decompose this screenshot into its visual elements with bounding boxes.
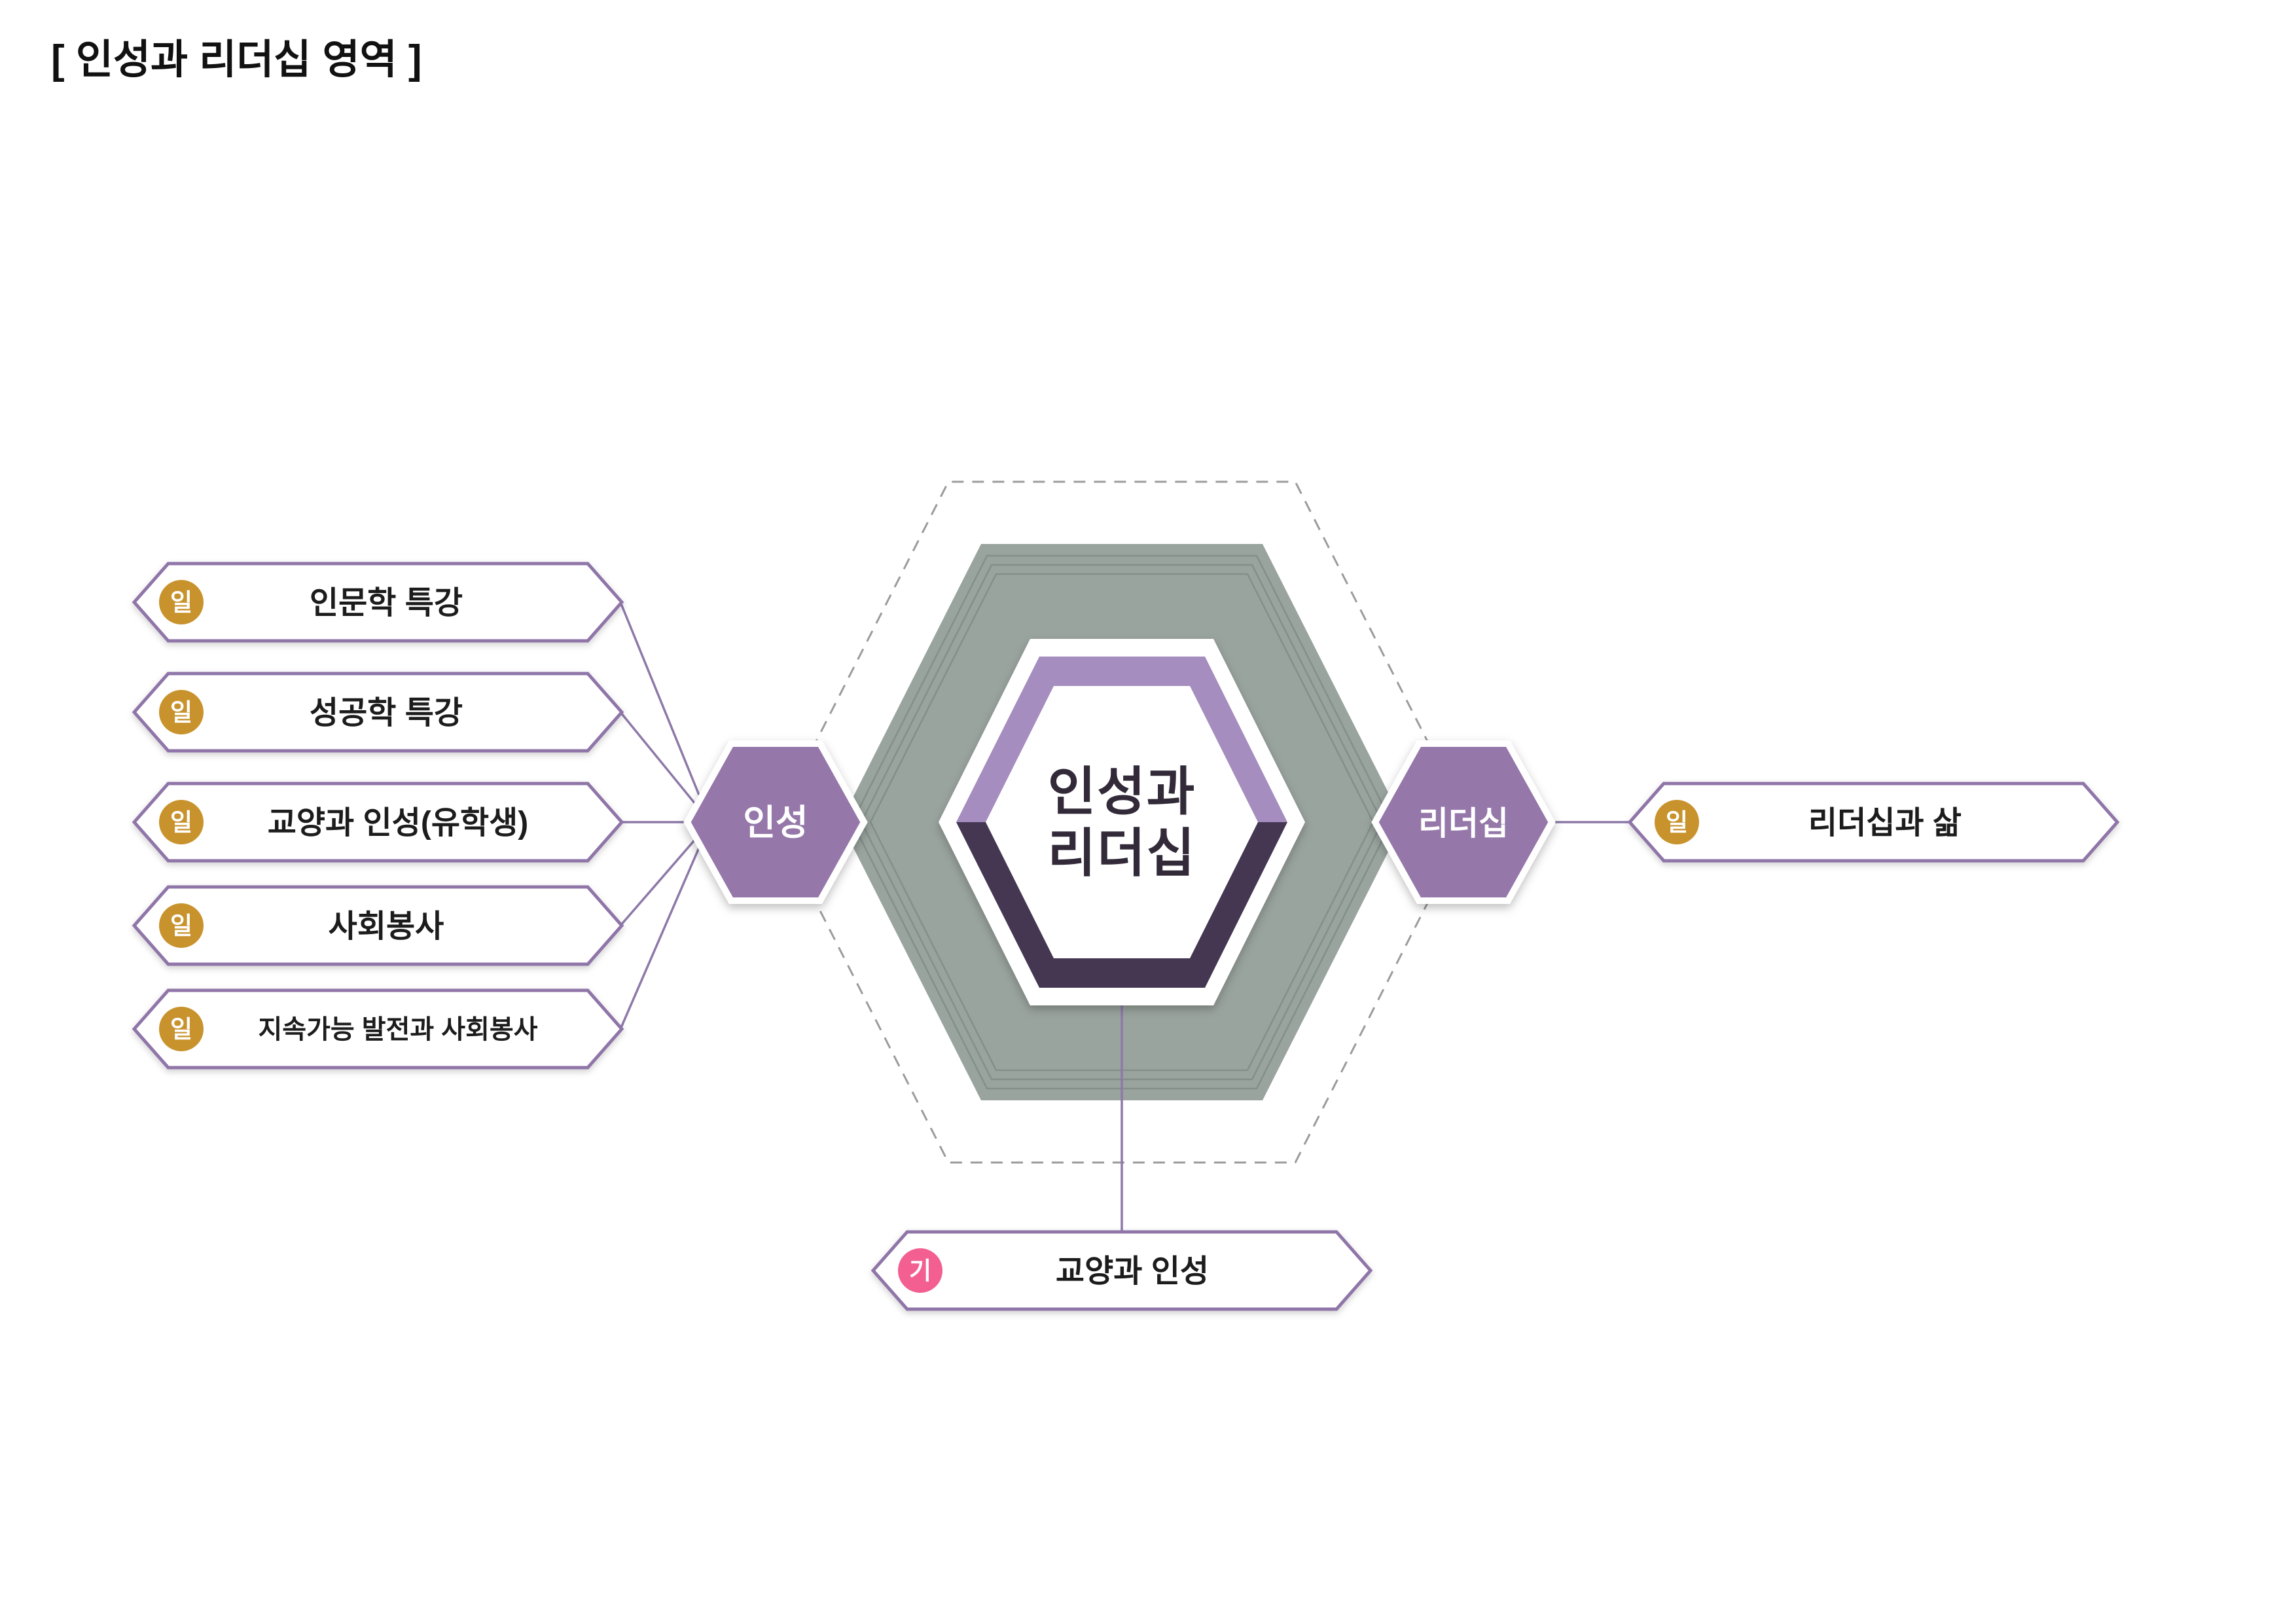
left-hexagon-label: 인성 bbox=[743, 803, 808, 842]
badge-label: 일 bbox=[1666, 809, 1688, 836]
badge-circle-il bbox=[159, 903, 204, 948]
badge-circle-gi bbox=[898, 1248, 942, 1293]
course-banner: 일 인문학 특강 bbox=[132, 562, 624, 643]
center-hexagon: 인성과 리더십 bbox=[939, 639, 1305, 1005]
banner-shape bbox=[132, 782, 624, 863]
badge-circle-il bbox=[159, 690, 204, 734]
banner-shape bbox=[132, 988, 624, 1070]
badge-label: 일 bbox=[170, 589, 192, 616]
right-hexagon-label: 리더십 bbox=[1418, 805, 1509, 842]
course-label: 지속가능 발전과 사회봉사 bbox=[258, 1015, 537, 1044]
course-banner: 일 사회봉사 bbox=[132, 885, 624, 966]
course-banner: 기 교양과 인성 bbox=[870, 1230, 1373, 1311]
badge-circle-il bbox=[1655, 800, 1699, 844]
badge-label: 일 bbox=[170, 809, 192, 836]
right-category-hexagon: 리더십 bbox=[1371, 740, 1556, 904]
banner-shape bbox=[1627, 782, 2120, 863]
connector-line bbox=[619, 821, 711, 1030]
page-title: [ 인성과 리더십 영역 ] bbox=[51, 37, 422, 82]
course-label: 인문학 특강 bbox=[310, 586, 463, 621]
badge-label: 일 bbox=[170, 912, 192, 939]
badge-circle-il bbox=[159, 580, 204, 624]
left-category-hexagon: 인성 bbox=[683, 740, 868, 904]
course-banner: 일 지속가능 발전과 사회봉사 bbox=[132, 988, 624, 1070]
left-hexagon-shape bbox=[683, 740, 868, 904]
course-label: 성공학 특강 bbox=[310, 696, 463, 731]
banner-shape bbox=[870, 1230, 1373, 1311]
center-hexagon-label-line1: 인성과 bbox=[1048, 763, 1196, 821]
course-banner: 일 리더십과 삶 bbox=[1627, 782, 2120, 863]
course-banner: 일 교양과 인성(유학생) bbox=[132, 782, 624, 863]
course-banner: 일 성공학 특강 bbox=[132, 672, 624, 753]
banner-shape bbox=[132, 562, 624, 643]
course-label: 사회봉사 bbox=[329, 909, 444, 944]
center-hexagon-inner-white bbox=[986, 686, 1258, 958]
badge-label: 일 bbox=[170, 1016, 192, 1043]
connector-line bbox=[619, 602, 711, 823]
badge-label: 기 bbox=[909, 1257, 931, 1284]
course-label: 리더십과 삶 bbox=[1808, 806, 1962, 840]
course-label: 교양과 인성 bbox=[1056, 1254, 1209, 1289]
badge-label: 일 bbox=[170, 699, 192, 726]
badge-circle-il bbox=[159, 800, 204, 844]
center-hexagon-label-line2: 리더십 bbox=[1048, 824, 1196, 882]
badge-circle-il bbox=[159, 1007, 204, 1051]
right-hexagon-shape bbox=[1371, 740, 1556, 904]
banner-shape bbox=[132, 885, 624, 966]
banner-shape bbox=[132, 672, 624, 753]
course-label: 교양과 인성(유학생) bbox=[268, 806, 529, 840]
